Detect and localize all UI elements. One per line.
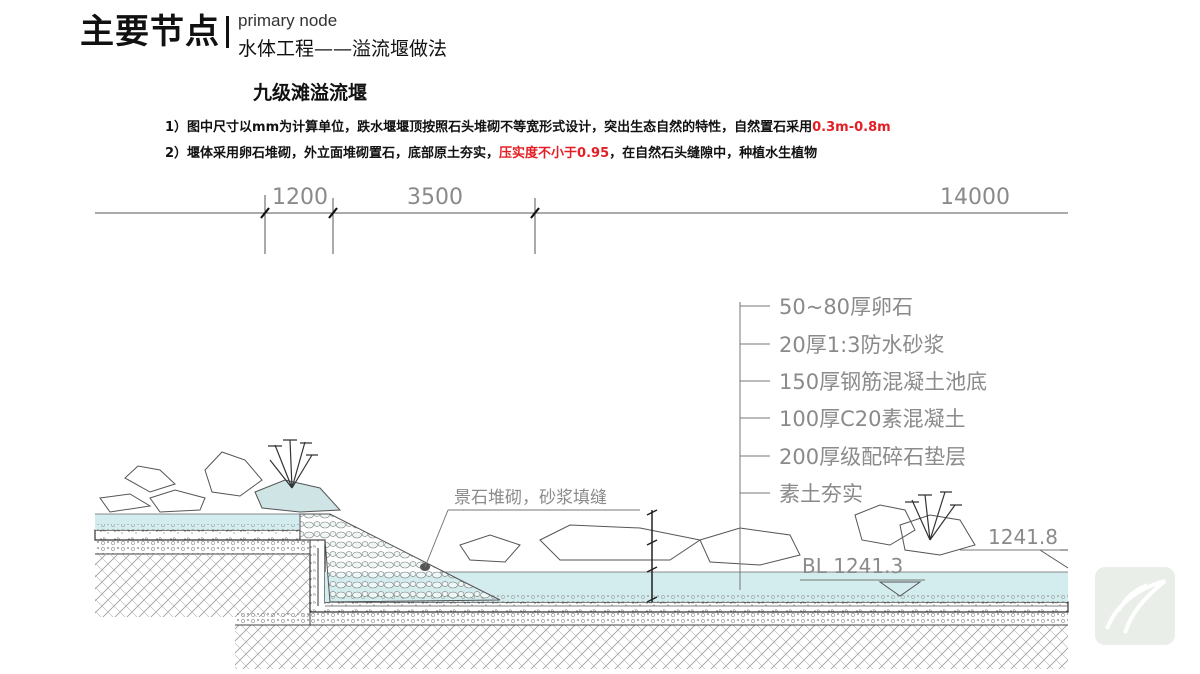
- note-2-text-pre: 2）堰体采用卵石堆砌，外立面堆砌置石，底部原土夯实，: [165, 146, 500, 161]
- layer-label-5: 200厚级配碎石垫层: [779, 445, 966, 469]
- layer-callout-leader: [739, 302, 770, 590]
- layer-label-4: 100厚C20素混凝土: [779, 407, 965, 431]
- note-1: 1）图中尺寸以mm为计算单位，跌水堰堰顶按照石头堆砌不等宽形式设计，突出生态自然…: [165, 116, 891, 135]
- vertical-dimensions: [646, 509, 658, 603]
- note-2-highlight: 压实度不小于0.95: [499, 146, 610, 161]
- brand-logo: [1095, 567, 1175, 645]
- note-1-text: 1）图中尺寸以mm为计算单位，跌水堰堰顶按照石头堆砌不等宽形式设计，突出生态自然…: [165, 120, 813, 135]
- section-title: 九级滩溢流堰: [253, 82, 368, 104]
- soil-layers: [95, 540, 1068, 669]
- weir-slope: [299, 513, 501, 603]
- stone-annotation: 景石堆砌，砂浆填缝: [454, 488, 607, 508]
- note-1-highlight: 0.3m-0.8m: [812, 120, 891, 135]
- note-2-text-post: ，在自然石头缝隙中，种植水生植物: [609, 146, 818, 161]
- layer-label-1: 50~80厚卵石: [779, 295, 913, 319]
- title-divider: [226, 16, 229, 48]
- dimension-label-3500: 3500: [407, 185, 463, 210]
- elevation-bottom: BL 1241.3: [802, 554, 903, 578]
- layer-label-6: 素土夯实: [779, 482, 863, 506]
- dimension-line: [95, 195, 1068, 254]
- leaf-icon: [1105, 579, 1167, 634]
- page-title: 主要节点: [80, 12, 220, 52]
- note-2: 2）堰体采用卵石堆砌，外立面堆砌置石，底部原土夯实，压实度不小于0.95，在自然…: [165, 142, 817, 161]
- dimension-label-14000: 14000: [940, 185, 1010, 210]
- page-subtitle-en: primary node: [238, 11, 338, 30]
- stone-annotation-leader: [424, 509, 640, 568]
- layer-label-3: 150厚钢筋混凝土池底: [779, 370, 987, 394]
- dimension-label-1200: 1200: [272, 185, 328, 210]
- weir-section-drawing: 1200 3500 14000: [94, 185, 1069, 669]
- left-landscape: [99, 439, 342, 513]
- layer-label-2: 20厚1:3防水砂浆: [779, 333, 945, 357]
- page-subtitle-cn: 水体工程——溢流堰做法: [238, 38, 448, 60]
- elevation-top: 1241.8: [988, 525, 1058, 549]
